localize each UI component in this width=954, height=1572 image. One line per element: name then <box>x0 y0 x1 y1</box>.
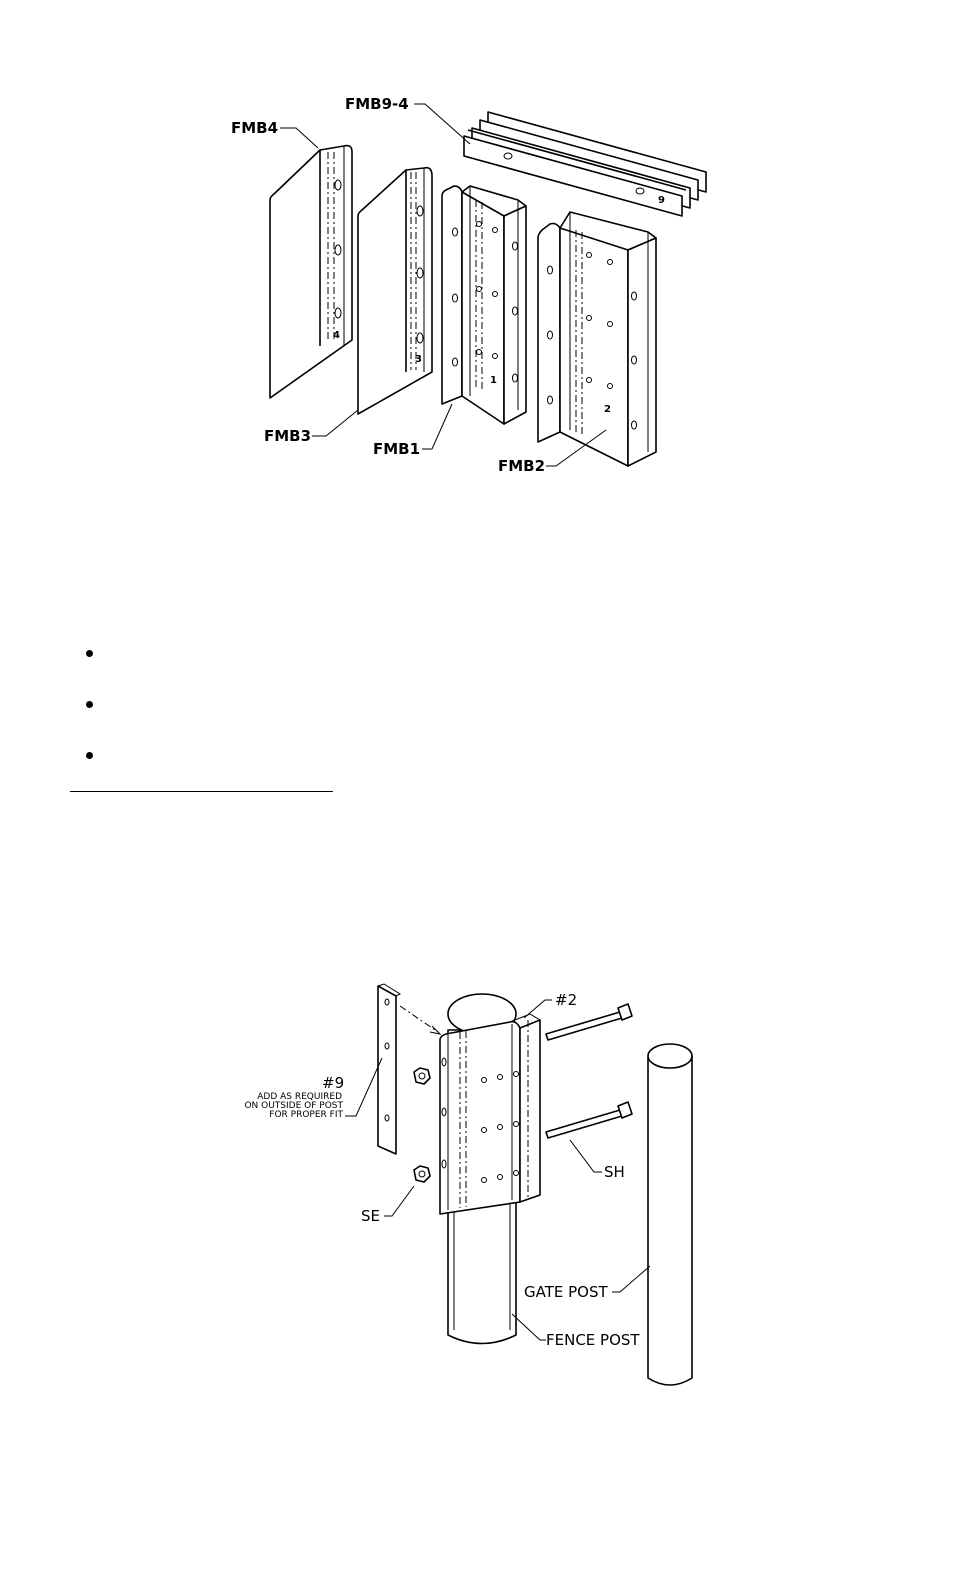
label-fmb1: FMB1 <box>373 440 420 458</box>
fmb9-shim-stack: 9 <box>463 111 707 217</box>
label-shim-9: #9 <box>322 1074 344 1092</box>
post-assembly-diagram: #2 #9 ADD AS REQUIRED ON OUTSIDE OF POST… <box>244 983 693 1386</box>
fmb1-channel: 1 <box>441 185 527 425</box>
label-bracket-2: #2 <box>555 991 577 1009</box>
fmb2-channel: 2 <box>537 211 657 467</box>
label-fmb2: FMB2 <box>498 457 545 475</box>
bullet-dot <box>86 701 93 708</box>
bracket-parts-diagram: 9 4 3 <box>231 95 707 475</box>
label-se: SE <box>361 1207 380 1225</box>
fmb3-bracket: 3 <box>357 166 433 415</box>
label-sh: SH <box>604 1163 625 1181</box>
label-fence-post: FENCE POST <box>546 1331 640 1349</box>
section-underline <box>70 791 333 792</box>
label-fmb3: FMB3 <box>264 427 311 445</box>
fmb9-part-mark: 9 <box>658 195 665 206</box>
fmb3-part-mark: 3 <box>415 354 422 365</box>
bullet-dot <box>86 650 93 657</box>
label-gate-post: GATE POST <box>524 1283 609 1301</box>
fmb4-bracket: 4 <box>269 144 353 399</box>
fmb2-part-mark: 2 <box>604 404 611 415</box>
shim-note-line-2: ON OUTSIDE OF POST <box>244 1101 343 1111</box>
bolt-upper <box>545 1003 633 1041</box>
nut-upper <box>413 1067 431 1085</box>
shim-note-line-3: FOR PROPER FIT <box>269 1110 343 1120</box>
bullet-dot <box>86 752 93 759</box>
shim-9 <box>377 983 402 1155</box>
gate-post <box>647 1043 693 1386</box>
bracket-2 <box>439 1013 541 1215</box>
label-fmb9-4: FMB9-4 <box>345 95 409 113</box>
fmb1-part-mark: 1 <box>490 375 497 386</box>
label-fmb4: FMB4 <box>231 119 278 137</box>
nut-lower <box>413 1165 431 1183</box>
fmb4-part-mark: 4 <box>333 330 340 341</box>
bolt-lower <box>545 1101 633 1139</box>
shim-note-line-1: ADD AS REQUIRED <box>257 1092 342 1102</box>
